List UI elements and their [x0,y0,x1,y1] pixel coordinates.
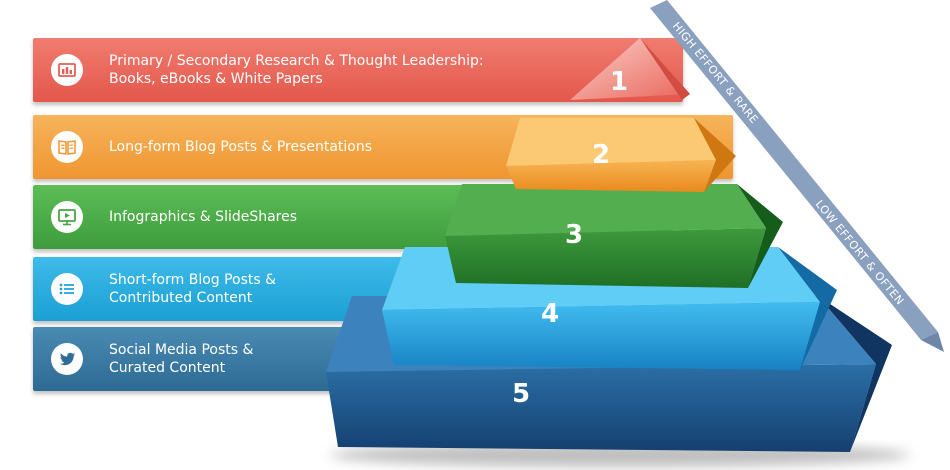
level-3-label-line1: Infographics & SlideShares [109,209,298,225]
level-2-label: Long-form Blog Posts & Presentations [109,115,589,179]
level-1-label-line2: Books, eBooks & White Papers [109,71,323,87]
effort-axis-top-label: HIGH EFFORT & RARE [670,20,761,127]
bar-chart-icon [51,54,83,86]
level-5-label-line2: Curated Content [109,360,226,376]
level-1-label: Primary / Secondary Research & Thought L… [109,38,589,102]
level-1-label-line1: Primary / Secondary Research & Thought L… [109,53,484,69]
level-5-label: Social Media Posts & Curated Content [109,327,589,391]
level-5-label-line1: Social Media Posts & [109,342,254,358]
list-icon [51,273,83,305]
level-3-number: 3 [565,220,583,250]
monitor-play-icon [51,201,83,233]
pyramid-tier-1 [570,38,690,100]
level-4-label: Short-form Blog Posts & Contributed Cont… [109,257,589,321]
pyramid-tier-3 [445,184,783,288]
level-1-banner: Primary / Secondary Research & Thought L… [33,38,683,102]
level-4-label-line2: Contributed Content [109,290,253,306]
level-3-label: Infographics & SlideShares [109,185,589,249]
book-icon [51,131,83,163]
effort-axis-band [650,0,938,340]
level-2-label-line1: Long-form Blog Posts & Presentations [109,139,373,155]
level-4-number: 4 [541,299,559,329]
pyramid-tier-2 [506,118,736,192]
level-4-label-line1: Short-form Blog Posts & [109,272,277,288]
level-5-number: 5 [512,379,530,409]
twitter-bird-icon [51,343,83,375]
level-1-number: 1 [610,67,628,97]
effort-axis-arrow-icon [921,332,944,352]
level-2-number: 2 [592,140,610,170]
